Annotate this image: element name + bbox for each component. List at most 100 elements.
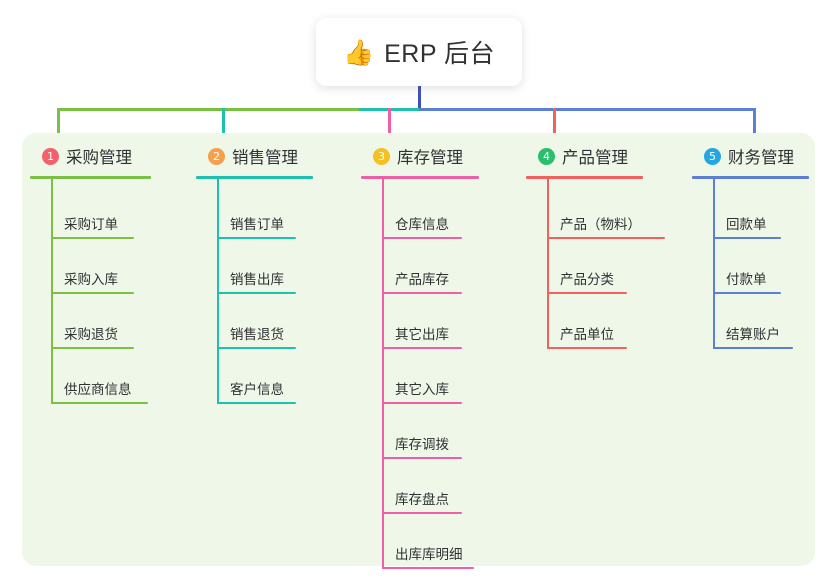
branch-leaf-rule [547, 292, 627, 294]
branch-column: 2 销售管理销售订单销售出库销售退货客户信息 [196, 144, 313, 404]
branch-leaf-label: 其它入库 [395, 382, 449, 397]
branch-column: 3 库存管理仓库信息产品库存其它出库其它入库库存调拨库存盘点出库库明细 [361, 144, 479, 569]
branch-leaf-rule [382, 567, 474, 569]
branch-header-rule [30, 176, 151, 179]
branch-spine [217, 178, 219, 404]
branch-header-rule [526, 176, 643, 179]
branch-title: 采购管理 [66, 149, 132, 167]
branch-leaf-item[interactable]: 客户信息 [217, 376, 296, 404]
branch-leaf-rule [217, 292, 296, 294]
branches-panel [22, 133, 815, 566]
thumbs-up-icon: 👍 [342, 37, 375, 67]
branch-leaf-label: 客户信息 [230, 382, 284, 397]
branch-leaf-label: 产品单位 [560, 327, 614, 342]
branch-title: 库存管理 [397, 149, 463, 167]
trunk-line [418, 86, 421, 110]
branch-leaf-item[interactable]: 销售退货 [217, 321, 296, 349]
branch-header-rule [361, 176, 479, 179]
branch-leaf-label: 付款单 [726, 272, 767, 287]
branch-column: 5 财务管理回款单付款单结算账户 [692, 144, 809, 349]
branch-leaf-item[interactable]: 库存盘点 [382, 486, 462, 514]
branch-leaf-item[interactable]: 出库库明细 [382, 541, 474, 569]
branch-leaf-item[interactable]: 产品库存 [382, 266, 462, 294]
branch-leaf-rule [51, 237, 134, 239]
branch-leaf-rule [382, 347, 462, 349]
branch-number-badge: 3 [373, 147, 390, 165]
branch-leaf-label: 销售退货 [230, 327, 284, 342]
drop-line-inventory [388, 108, 391, 145]
branch-leaf-item[interactable]: 供应商信息 [51, 376, 148, 404]
branch-leaf-rule [382, 457, 462, 459]
drop-line-finance [753, 108, 756, 145]
branch-header-rule [692, 176, 809, 179]
branch-spine [713, 178, 715, 349]
branch-spine [382, 178, 384, 569]
branch-leaf-label: 产品（物料） [560, 217, 641, 232]
branch-leaf-label: 出库库明细 [395, 547, 463, 562]
root-node-content: 👍 ERP 后台 [343, 34, 495, 70]
branch-leaf-item[interactable]: 其它入库 [382, 376, 462, 404]
branch-leaf-label: 其它出库 [395, 327, 449, 342]
branch-leaf-item[interactable]: 结算账户 [713, 321, 793, 349]
branch-leaf-item[interactable]: 产品分类 [547, 266, 627, 294]
drop-line-purchase [57, 108, 60, 145]
branch-leaf-rule [382, 512, 462, 514]
branch-leaf-rule [547, 237, 665, 239]
branch-leaf-rule [713, 237, 781, 239]
branch-leaf-rule [713, 347, 793, 349]
branch-leaf-item[interactable]: 销售订单 [217, 211, 296, 239]
branch-title: 产品管理 [562, 149, 628, 167]
branch-number-badge: 4 [538, 147, 555, 165]
branch-leaf-label: 采购订单 [64, 217, 118, 232]
branch-leaf-label: 采购退货 [64, 327, 118, 342]
branch-leaf-label: 库存调拨 [395, 437, 449, 452]
branch-leaf-item[interactable]: 产品（物料） [547, 211, 665, 239]
branch-leaf-item[interactable]: 付款单 [713, 266, 781, 294]
branch-number-badge: 2 [208, 147, 225, 165]
branch-leaf-item[interactable]: 采购入库 [51, 266, 134, 294]
root-node-title: ERP 后台 [384, 40, 496, 68]
branch-leaf-label: 销售出库 [230, 272, 284, 287]
branch-leaf-item[interactable]: 其它出库 [382, 321, 462, 349]
bus-segment-inventory-finance [419, 108, 756, 111]
branch-leaf-rule [382, 237, 462, 239]
branch-leaf-item[interactable]: 采购订单 [51, 211, 134, 239]
branch-leaf-item[interactable]: 仓库信息 [382, 211, 462, 239]
bus-segment-purchase-sales [57, 108, 359, 111]
drop-line-sales [222, 108, 225, 145]
branch-leaf-label: 回款单 [726, 217, 767, 232]
branch-leaf-rule [51, 347, 134, 349]
branch-leaf-item[interactable]: 销售出库 [217, 266, 296, 294]
branch-header[interactable]: 5 财务管理 [692, 144, 794, 168]
branch-leaf-label: 供应商信息 [64, 382, 132, 397]
branch-leaf-item[interactable]: 库存调拨 [382, 431, 462, 459]
branch-leaf-rule [217, 237, 296, 239]
branch-leaf-item[interactable]: 回款单 [713, 211, 781, 239]
branch-leaf-rule [217, 402, 296, 404]
branch-number-badge: 5 [704, 147, 721, 165]
branch-title: 财务管理 [728, 149, 794, 167]
branch-leaf-label: 销售订单 [230, 217, 284, 232]
branch-leaf-label: 采购入库 [64, 272, 118, 287]
branch-title: 销售管理 [232, 149, 298, 167]
branch-leaf-rule [713, 292, 781, 294]
branch-leaf-label: 结算账户 [726, 327, 780, 342]
branch-header[interactable]: 4 产品管理 [526, 144, 628, 168]
branch-column: 4 产品管理产品（物料） 产品分类产品单位 [526, 144, 665, 349]
branch-header[interactable]: 2 销售管理 [196, 144, 298, 168]
branch-leaf-label: 库存盘点 [395, 492, 449, 507]
branch-leaf-rule [217, 347, 296, 349]
branch-header-rule [196, 176, 313, 179]
root-node-card[interactable]: 👍 ERP 后台 [316, 18, 522, 86]
branch-leaf-rule [382, 292, 462, 294]
branch-leaf-rule [547, 347, 627, 349]
branch-leaf-item[interactable]: 采购退货 [51, 321, 134, 349]
branch-header[interactable]: 3 库存管理 [361, 144, 463, 168]
branch-leaf-item[interactable]: 产品单位 [547, 321, 627, 349]
branch-spine [547, 178, 549, 349]
branch-leaf-rule [382, 402, 462, 404]
branch-spine [51, 178, 53, 404]
branch-leaf-label: 仓库信息 [395, 217, 449, 232]
